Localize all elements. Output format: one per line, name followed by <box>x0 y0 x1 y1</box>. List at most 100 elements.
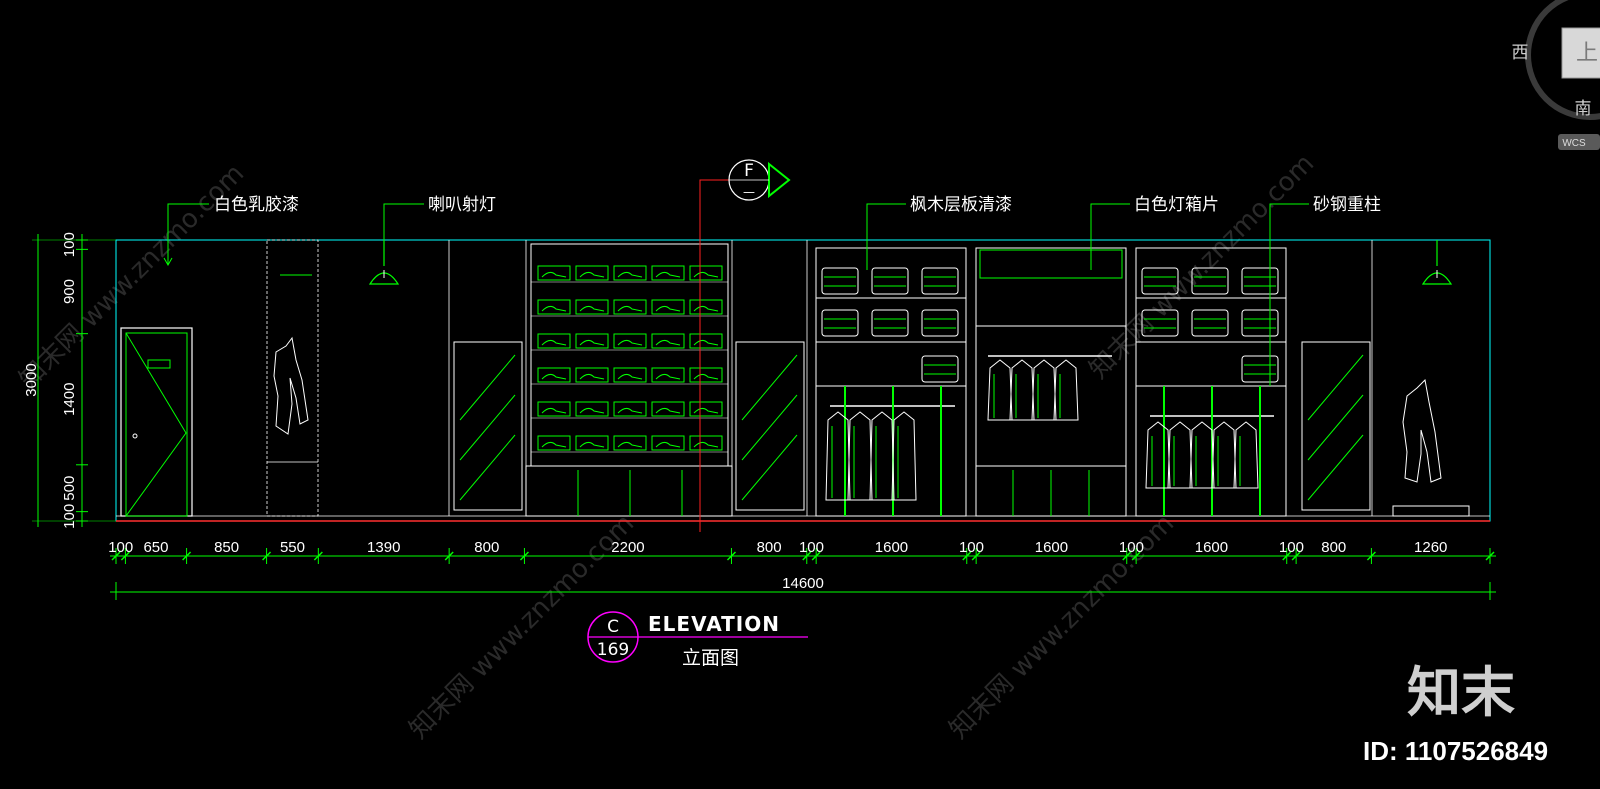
dim-label: 1260 <box>1414 539 1447 556</box>
elevation-outline <box>115 239 1491 522</box>
shoe-box <box>613 265 647 281</box>
shoe-box <box>689 435 723 451</box>
folded-shirt-icon <box>921 355 959 383</box>
hanging-garment-icon <box>1167 421 1193 489</box>
section-marker: F — <box>699 159 791 532</box>
dim-tick-mark <box>519 551 529 561</box>
watermark-text: 知末网 www.znzmo.com <box>1084 149 1320 385</box>
shoe-box <box>537 299 571 315</box>
spotlight-right <box>1421 240 1453 285</box>
shoe-icon <box>579 305 605 312</box>
dim-label: 100 <box>108 539 133 556</box>
vdim-label: 900 <box>61 279 78 304</box>
vdim-label: 1400 <box>61 383 78 416</box>
mannequin-niche <box>266 239 319 517</box>
brand-logo: 知末 <box>1407 661 1515 724</box>
shoe-box <box>613 299 647 315</box>
folded-shirt-icon <box>871 267 909 295</box>
dim-tick-mark <box>1485 551 1495 561</box>
dim-label: 100 <box>959 539 984 556</box>
mirror-panel <box>1301 341 1371 511</box>
shoe-box <box>651 367 685 383</box>
shoe-box <box>575 401 609 417</box>
shoe-icon <box>693 271 719 278</box>
shoe-icon <box>579 271 605 278</box>
hanging-garment-icon <box>1189 421 1215 489</box>
viewcube-face[interactable]: 上 <box>1576 41 1598 66</box>
hanging-garment-icon <box>1053 359 1079 421</box>
shoe-box <box>689 333 723 349</box>
hanging-garment-icon <box>891 411 917 501</box>
dim-label: 800 <box>757 539 782 556</box>
shoe-icon <box>655 373 681 380</box>
wcs-button[interactable]: WCS <box>1562 138 1586 149</box>
dim-label: 2200 <box>611 539 644 556</box>
hanging-garment-icon <box>1211 421 1237 489</box>
hanging-garment-icon <box>1145 421 1171 489</box>
dim-label: 800 <box>1321 539 1346 556</box>
shelf-unit-right <box>1135 247 1287 517</box>
shoe-icon <box>693 339 719 346</box>
shoe-icon <box>541 441 567 448</box>
dim-tick-mark <box>802 551 812 561</box>
dim-label: 1600 <box>875 539 908 556</box>
hanging-garment-icon <box>825 411 851 501</box>
compass-west[interactable]: 西 <box>1512 43 1529 63</box>
dim-tick-mark <box>111 551 121 561</box>
dim-total: 14600 <box>782 575 824 592</box>
shoe-box <box>613 333 647 349</box>
folded-shirt-icon <box>1241 309 1279 337</box>
shoe-box <box>537 333 571 349</box>
shoe-box <box>651 401 685 417</box>
shoe-icon <box>541 373 567 380</box>
hanging-garment-icon <box>1031 359 1057 421</box>
shoe-box <box>575 367 609 383</box>
folded-shirt-icon <box>821 267 859 295</box>
folded-shirt-icon <box>1241 267 1279 295</box>
folded-shirt-icon <box>921 309 959 337</box>
shoe-box <box>537 367 571 383</box>
hanging-garment-icon <box>987 359 1013 421</box>
viewcube-compass[interactable]: 上 西 南 WCS <box>1512 0 1600 150</box>
label-paint: 白色乳胶漆 <box>214 195 299 215</box>
shoe-box <box>575 299 609 315</box>
shoe-icon <box>693 373 719 380</box>
title-letter: C <box>607 617 619 637</box>
mannequin-right <box>1392 378 1470 517</box>
dim-tick-mark <box>444 551 454 561</box>
title-chinese: 立面图 <box>682 647 739 669</box>
folded-shirt-icon <box>1191 309 1229 337</box>
folded-shirt-icon <box>821 309 859 337</box>
section-sub: — <box>743 185 755 199</box>
dim-tick-mark <box>262 551 272 561</box>
shoe-box <box>575 435 609 451</box>
shoe-display-wall <box>525 243 733 517</box>
folded-shirt-icon <box>921 267 959 295</box>
folded-shirt-icon <box>1141 309 1179 337</box>
folded-garments <box>821 267 1279 501</box>
hanging-garment-icon <box>869 411 895 501</box>
brand-watermark: 知末 ID: 1107526849 <box>1363 661 1548 766</box>
shoe-icon <box>617 441 643 448</box>
shoe-icon <box>541 305 567 312</box>
title-number: 169 <box>597 640 629 660</box>
shoe-box <box>651 333 685 349</box>
shoe-icon <box>579 441 605 448</box>
shoe-box <box>689 299 723 315</box>
lightbox-unit <box>975 247 1127 517</box>
shoe-box <box>689 367 723 383</box>
watermark-text: 知末网 www.znzmo.com <box>404 509 640 745</box>
dim-label: 800 <box>474 539 499 556</box>
image-id: ID: 1107526849 <box>1363 736 1548 766</box>
compass-south[interactable]: 南 <box>1575 99 1592 119</box>
shoe-icon <box>655 339 681 346</box>
shoe-icon <box>541 271 567 278</box>
dim-tick-mark <box>1366 551 1376 561</box>
shoe-box <box>613 367 647 383</box>
dim-tick-mark <box>313 551 323 561</box>
dim-label: 650 <box>143 539 168 556</box>
shoe-icon <box>617 271 643 278</box>
dim-tick-mark <box>120 551 130 561</box>
